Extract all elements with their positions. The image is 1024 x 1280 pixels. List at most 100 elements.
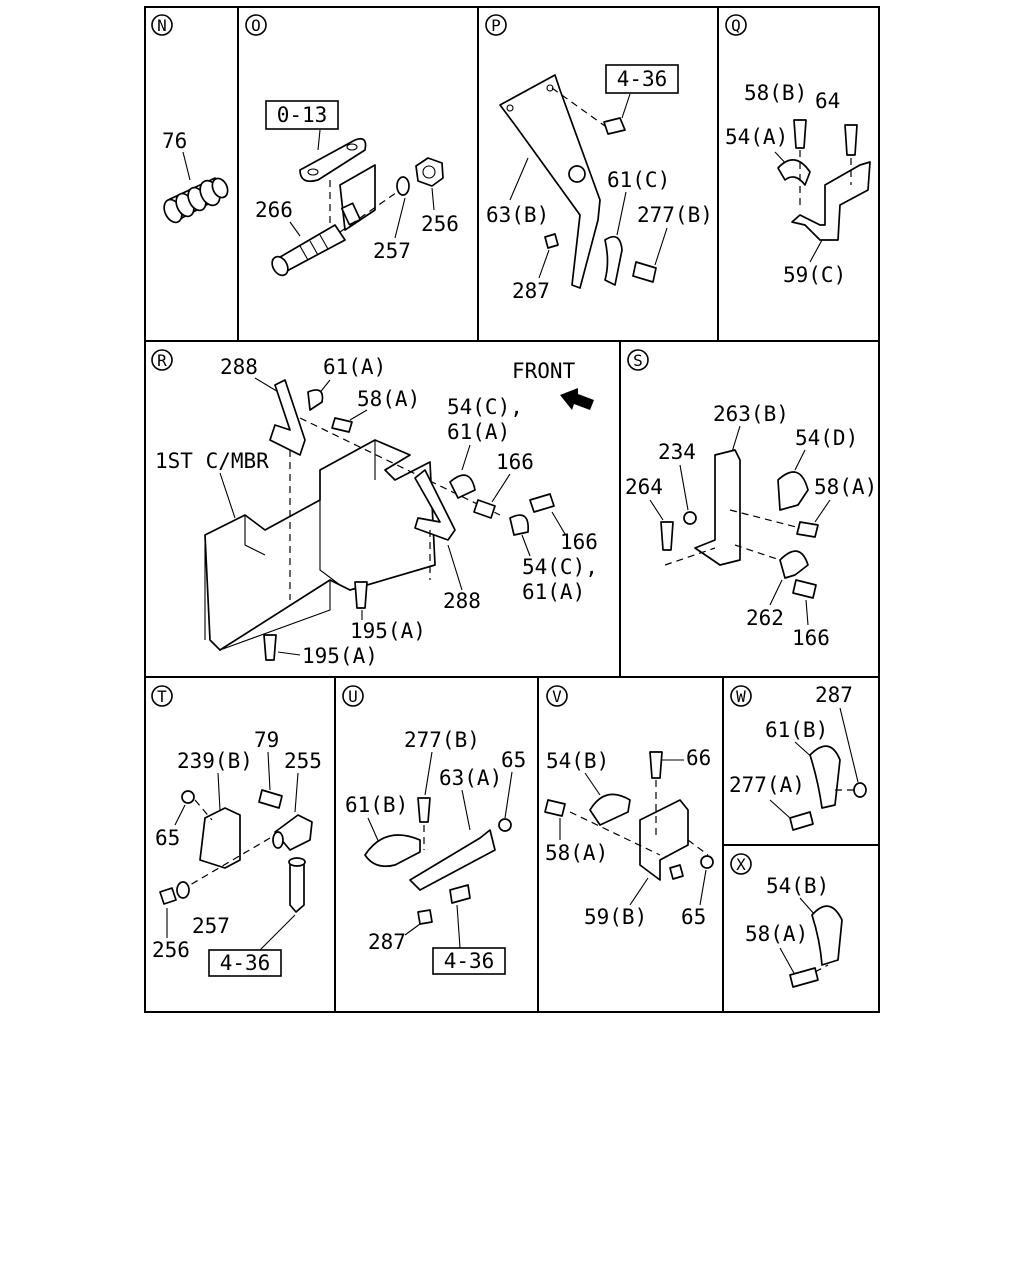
panel-n-letter: N	[157, 16, 167, 35]
nipple-fitting-76	[163, 177, 229, 224]
panel-grid	[144, 6, 880, 1013]
nut-234	[683, 511, 697, 525]
ref-box-0-13	[265, 100, 339, 130]
bracket-263b	[694, 449, 741, 566]
bolt-4-36-u	[449, 884, 471, 904]
bolt-195a-b	[263, 634, 277, 661]
label-266: 266	[255, 198, 293, 222]
label-195a: 195(A)	[350, 619, 426, 643]
panel-p-letter: P	[491, 16, 501, 35]
panel-t: T 79 239(B) 255 65 257 256 4-36	[151, 685, 322, 977]
bolt-264	[660, 521, 674, 551]
bracket-63b	[499, 74, 601, 289]
panel-v: V 54(B) 66 58(A) 59(B) 65	[544, 685, 714, 929]
bolt-277b	[632, 261, 657, 283]
label-256: 256	[421, 212, 459, 236]
label-54b: 54(B)	[546, 749, 609, 773]
label-234: 234	[658, 440, 696, 464]
label-61a1: 61(A)	[447, 420, 510, 444]
label-58a: 58(A)	[545, 841, 608, 865]
panel-w: W 287 61(B) 277(A)	[729, 683, 867, 831]
panel-o: O 0-13 266 257 256	[245, 14, 459, 277]
clip-54c-b	[509, 514, 530, 536]
nut-287-u	[417, 909, 433, 925]
label-76: 76	[162, 129, 187, 153]
label-263b: 263(B)	[713, 402, 789, 426]
label-277b: 277(B)	[637, 203, 713, 227]
connector-266	[271, 224, 346, 277]
panel-n: N 76	[151, 14, 229, 224]
label-54b: 54(B)	[766, 874, 829, 898]
bolt-4-36-t	[288, 857, 306, 913]
label-54a: 54(A)	[725, 125, 788, 149]
nut-256-t	[159, 887, 177, 905]
bolt-58a	[331, 417, 353, 433]
bracket-63a	[409, 829, 496, 891]
label-65: 65	[681, 905, 706, 929]
label-63a: 63(A)	[439, 766, 502, 790]
label-59b: 59(B)	[584, 905, 647, 929]
label-65: 65	[501, 748, 526, 772]
bolt-277b-u	[417, 797, 431, 823]
panel-o-letter: O	[251, 16, 261, 35]
panel-x: X 54(B) 58(A)	[730, 853, 843, 988]
label-288b: 288	[443, 589, 481, 613]
clip-54b-v	[589, 793, 631, 826]
panel-t-letter: T	[157, 687, 167, 706]
label-166b: 166	[560, 530, 598, 554]
label-195b: 195(A)	[302, 644, 378, 668]
clip-61c	[604, 235, 623, 286]
clamp-54d	[777, 471, 809, 511]
clamp-54a	[777, 159, 811, 186]
nut-287	[544, 233, 559, 249]
label-58a: 58(A)	[745, 922, 808, 946]
label-61a2: 61(A)	[522, 580, 585, 604]
ref-4-36-u: 4-36	[444, 949, 495, 973]
ref-box-4-36	[605, 64, 679, 94]
panel-q-letter: Q	[731, 16, 741, 35]
bolt-166a	[473, 499, 496, 519]
bracket-288a	[269, 379, 306, 456]
label-287: 287	[815, 683, 853, 707]
crossmember-1st	[204, 439, 436, 651]
label-264: 264	[625, 475, 663, 499]
ref-4-36-t: 4-36	[220, 951, 271, 975]
ref-0-13: 0-13	[277, 103, 328, 127]
bracket-59b	[639, 799, 689, 881]
panel-u-letter: U	[348, 687, 358, 706]
panel-w-letter: W	[736, 687, 746, 706]
label-59c: 59(C)	[783, 263, 846, 287]
ref-4-36: 4-36	[617, 67, 668, 91]
nut-287-w	[853, 782, 867, 798]
label-54d: 54(D)	[795, 426, 858, 450]
member-label: 1ST C/MBR	[155, 449, 269, 473]
nut-65-v	[700, 855, 714, 869]
panel-r: R FRONT 1ST C/MBR 288 61(A) 58(A) 54(C),…	[151, 349, 598, 668]
label-255: 255	[284, 749, 322, 773]
label-54c2: 54(C),	[522, 555, 598, 579]
panel-v-letter: V	[552, 687, 562, 706]
label-61b: 61(B)	[765, 718, 828, 742]
label-287: 287	[368, 930, 406, 954]
label-58a: 58(A)	[357, 387, 420, 411]
clamp-54b-x	[811, 905, 843, 966]
label-166a: 166	[496, 450, 534, 474]
panel-s: S 263(B) 54(D) 234 264 58(A) 262 166	[625, 349, 877, 650]
panel-u: U 277(B) 65 63(A) 61(B) 287 4-36	[342, 685, 526, 975]
label-64: 64	[815, 89, 840, 113]
panel-q: Q 58(B) 64 54(A) 59(C)	[725, 14, 871, 287]
bolt-58a-x	[789, 967, 819, 988]
label-166: 166	[792, 626, 830, 650]
panel-p: P 4-36 61(C) 63(B) 277(B) 287	[485, 14, 713, 303]
label-58a: 58(A)	[814, 475, 877, 499]
front-label: FRONT	[512, 359, 576, 383]
nut-65	[181, 790, 195, 804]
clip-54c-a	[449, 474, 476, 499]
label-262: 262	[746, 606, 784, 630]
label-61a: 61(A)	[323, 355, 386, 379]
label-277b: 277(B)	[404, 728, 480, 752]
label-287: 287	[512, 279, 550, 303]
panel-x-letter: X	[736, 855, 746, 874]
ref-box-4-36-u	[432, 947, 506, 975]
